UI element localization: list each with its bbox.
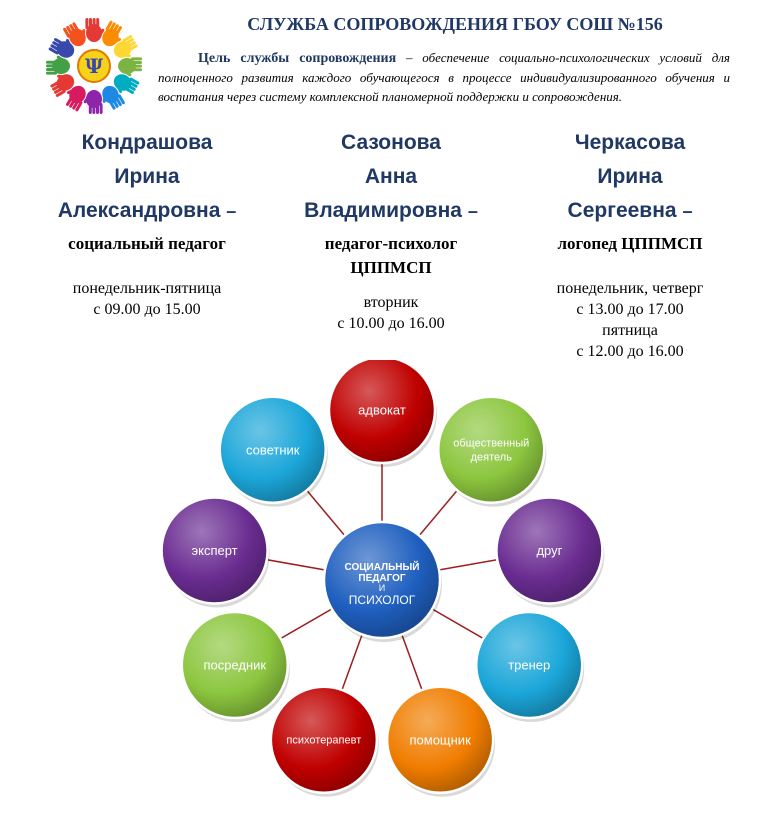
staff-card-3: Черкасова Ирина Сергеевна – логопед ЦППМ… [505,126,755,362]
logo-graphic: Ψ [46,18,142,114]
staff-card-2: Сазонова Анна Владимировна – педагог-пси… [266,126,516,334]
role-node: психотерапевт [269,685,379,797]
schedule-line: пятница [602,322,658,339]
goal-text: – обеспечение социально-психологических … [158,50,730,104]
staff-surname: Черкасова [574,131,686,154]
center-label: ПСИХОЛОГ [349,593,416,607]
hands-circle-logo-icon: Ψ [40,12,148,120]
role-node: тренер [474,610,585,722]
role-node: советник [218,395,328,507]
role-node: помощник [385,685,496,797]
dash: – [226,201,237,221]
staff-patronymic: Александровна – [22,194,272,228]
node-label: посредник [203,658,266,673]
hand-icon [66,85,86,112]
schedule-line: с 10.00 до 16.00 [337,315,445,332]
role-node: эксперт [160,496,270,608]
hand-icon [113,35,138,58]
schedule-line: понедельник, четверг [556,280,704,297]
role-line: социальный педагог [68,234,226,253]
role-node: посредник [180,610,290,722]
role-node: адвокат [327,360,437,467]
staff-card-1: Кондрашова Ирина Александровна – социаль… [22,126,272,320]
staff-surname: Кондрашова [81,131,213,154]
node-label: адвокат [358,403,406,418]
staff-schedule: понедельник, четверг с 13.00 до 17.00 пя… [505,278,755,362]
node-label: друг [536,543,562,558]
staff-schedule: понедельник-пятница с 09.00 до 15.00 [22,278,272,320]
staff-role: социальный педагог [22,232,272,256]
schedule-line: с 12.00 до 16.00 [576,343,684,360]
role-node: друг [495,496,605,608]
staff-patronymic: Владимировна – [266,194,516,228]
node-label: тренер [508,658,550,673]
page-title: СЛУЖБА СОПРОВОЖДЕНИЯ ГБОУ СОШ №156 [247,14,663,34]
hand-icon [83,90,103,114]
hand-icon [50,74,75,97]
center-label: СОЦИАЛЬНЫЙ [345,560,420,573]
hand-icon [63,22,86,47]
service-goal: Цель службы сопровождения – обеспечение … [158,48,730,106]
goal-lead: Цель службы сопровождения [198,51,397,66]
patronymic-text: Сергеевна [567,199,677,222]
hand-icon [102,85,125,110]
hand-icon [48,38,75,58]
staff-role: логопед ЦППМСП [505,232,755,256]
staff-first-name: Анна [364,165,418,188]
hand-icon [85,18,105,42]
schedule-line: с 09.00 до 15.00 [93,301,201,318]
hand-icon [113,74,140,94]
node-label: психотерапевт [286,735,361,747]
staff-surname: Сазонова [341,131,441,154]
staff-first-name: Ирина [597,165,663,188]
dash: – [682,201,693,221]
staff-patronymic: Сергеевна – [505,194,755,228]
staff-role: педагог-психолог ЦППМСП [266,232,516,280]
role-line: ЦППМСП [350,258,432,277]
schedule-line: понедельник-пятница [72,280,222,297]
role-line: логопед ЦППМСП [557,234,703,253]
node-label: деятель [471,451,513,463]
patronymic-text: Александровна [57,199,221,222]
node-label: помощник [410,732,472,747]
node-label: советник [246,442,300,457]
psi-symbol: Ψ [85,54,104,78]
hand-icon [102,20,122,47]
center-label: И [379,583,385,593]
node-label: эксперт [192,543,238,558]
patronymic-text: Владимировна [304,199,462,222]
staff-schedule: вторник с 10.00 до 16.00 [266,292,516,334]
logo-center [77,49,111,83]
schedule-line: с 13.00 до 17.00 [576,301,684,318]
dash: – [467,201,478,221]
role-line: педагог-психолог [324,234,458,253]
hand-icon [118,57,142,77]
staff-first-name: Ирина [114,165,180,188]
node-label: общественный [453,438,529,450]
hand-icon [46,55,70,75]
schedule-line: вторник [363,294,419,311]
center-label: ПЕДАГОГ [358,573,406,584]
